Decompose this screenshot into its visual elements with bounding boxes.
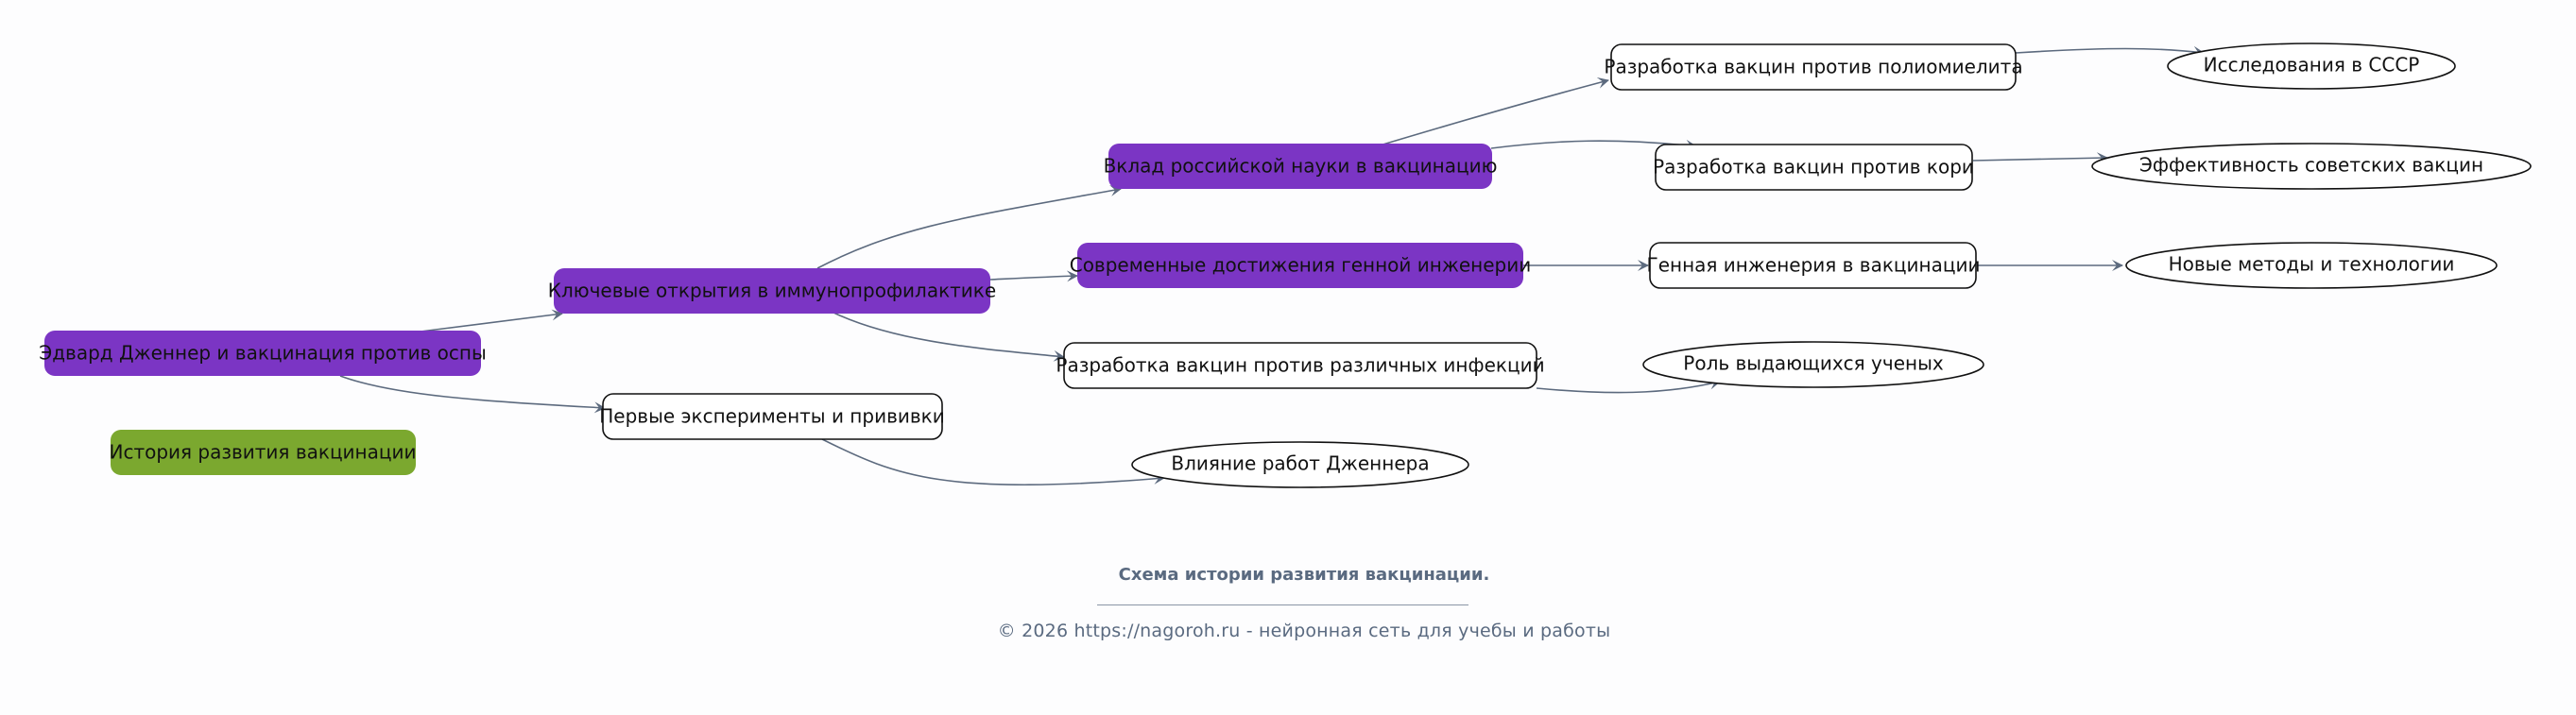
node-jenner[interactable]: Эдвард Дженнер и вакцинация против оспы	[39, 331, 487, 376]
node-jenner-influence-label: Влияние работ Дженнера	[1171, 452, 1429, 475]
node-new-methods-label: Новые методы и технологии	[2169, 253, 2455, 276]
node-history-label: История развития вакцинации	[109, 441, 416, 464]
edge-infections-scientists	[1536, 378, 1721, 394]
credit-text: © 2026 https://nagoroh.ru - нейронная се…	[997, 621, 1611, 641]
node-polio[interactable]: Разработка вакцин против полиомиелита	[1604, 43, 2023, 91]
node-ussr-research-label: Исследования в СССР	[2204, 54, 2420, 77]
node-scientists[interactable]: Роль выдающихся ученых	[1642, 341, 1984, 388]
node-soviet-efficacy[interactable]: Эффективность советских вакцин	[2091, 143, 2532, 190]
mindmap-diagram: Эдвард Дженнер и вакцинация против оспы …	[39, 43, 2532, 488]
edge-jenner-discoveries	[420, 309, 563, 332]
node-gene-vacc[interactable]: Генная инженерия в вакцинации	[1647, 242, 1981, 289]
edge-discoveries-russian	[816, 185, 1122, 269]
node-russian-science[interactable]: Вклад российской науки в вакцинацию	[1104, 144, 1498, 189]
edge-discoveries-genetic	[989, 270, 1078, 282]
node-various-infections-label: Разработка вакцин против различных инфек…	[1056, 354, 1544, 377]
node-genetic-eng[interactable]: Современные достижения генной инженерии	[1070, 243, 1532, 288]
node-jenner-label: Эдвард Дженнер и вакцинация против оспы	[39, 342, 487, 365]
node-experiments[interactable]: Первые эксперименты и прививки	[599, 393, 945, 440]
node-russian-science-label: Вклад российской науки в вакцинацию	[1104, 155, 1498, 178]
node-various-infections[interactable]: Разработка вакцин против различных инфек…	[1056, 342, 1545, 389]
node-genetic-eng-label: Современные достижения генной инженерии	[1070, 254, 1532, 277]
node-measles-label: Разработка вакцин против кори	[1653, 156, 1974, 179]
node-experiments-label: Первые эксперименты и прививки	[599, 405, 944, 428]
edge-experiments-influence	[821, 438, 1165, 486]
node-soviet-efficacy-label: Эффективность советских вакцин	[2139, 154, 2483, 177]
edge-discoveries-infections	[831, 311, 1065, 362]
node-jenner-influence[interactable]: Влияние работ Дженнера	[1131, 441, 1469, 488]
node-ussr-research[interactable]: Исследования в СССР	[2167, 43, 2456, 90]
edges	[339, 45, 2205, 486]
node-history[interactable]: История развития вакцинации	[109, 430, 417, 475]
node-measles[interactable]: Разработка вакцин против кори	[1653, 144, 1974, 191]
node-scientists-label: Роль выдающихся ученых	[1683, 352, 1944, 375]
node-new-methods[interactable]: Новые методы и технологии	[2125, 242, 2498, 289]
edge-jenner-experiments	[339, 375, 606, 414]
edge-polio-ussr	[2015, 45, 2205, 58]
node-discoveries[interactable]: Ключевые открытия в иммунопрофилактике	[548, 268, 996, 314]
caption-divider	[1097, 604, 1468, 605]
diagram-title: Схема истории развития вакцинации.	[1118, 565, 1490, 585]
edge-measles-soviet	[1972, 152, 2108, 164]
node-gene-vacc-label: Генная инженерия в вакцинации	[1647, 254, 1981, 277]
edge-russian-polio	[1379, 77, 1609, 146]
node-polio-label: Разработка вакцин против полиомиелита	[1604, 56, 2022, 78]
node-discoveries-label: Ключевые открытия в иммунопрофилактике	[548, 280, 996, 302]
